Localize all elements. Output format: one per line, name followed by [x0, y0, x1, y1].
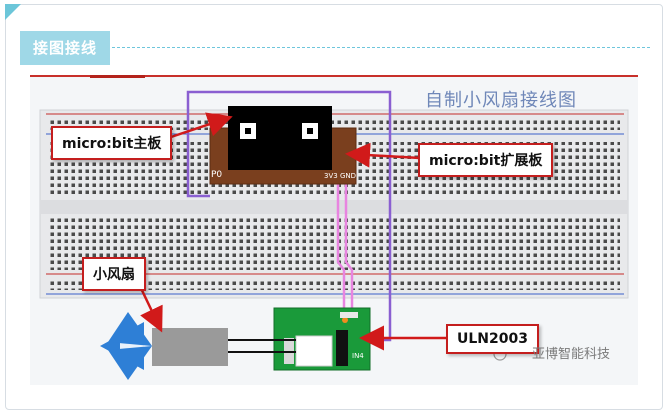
purple-wire — [186, 90, 392, 342]
diagram-top-rule-accent — [90, 75, 145, 78]
microbit-board — [228, 106, 332, 170]
label-expansion-board: micro:bit扩展板 — [418, 143, 554, 177]
label-mainboard: micro:bit主板 — [51, 126, 173, 160]
pin-p0-label: P0 — [211, 170, 223, 180]
pin-gnd-label: GND — [340, 172, 357, 180]
signal-wire-a — [336, 180, 346, 312]
arrow-expansion — [345, 142, 421, 168]
diagram-title: 自制小风扇接线图 — [425, 90, 577, 111]
pin-in-label: IN4 — [352, 352, 364, 360]
watermark-text: 亚博智能科技 — [532, 347, 611, 362]
label-uln2003: ULN2003 — [446, 324, 539, 354]
corner-accent — [5, 4, 21, 20]
arrow-mainboard — [161, 112, 233, 142]
section-divider — [112, 47, 650, 48]
fan-motor — [100, 312, 296, 380]
label-fan: 小风扇 — [82, 257, 146, 291]
diagram-top-rule — [30, 75, 638, 77]
section-tag: 接图接线 — [20, 31, 110, 65]
signal-wire-b — [344, 180, 354, 312]
pin-3v3-label: 3V3 — [324, 172, 338, 180]
